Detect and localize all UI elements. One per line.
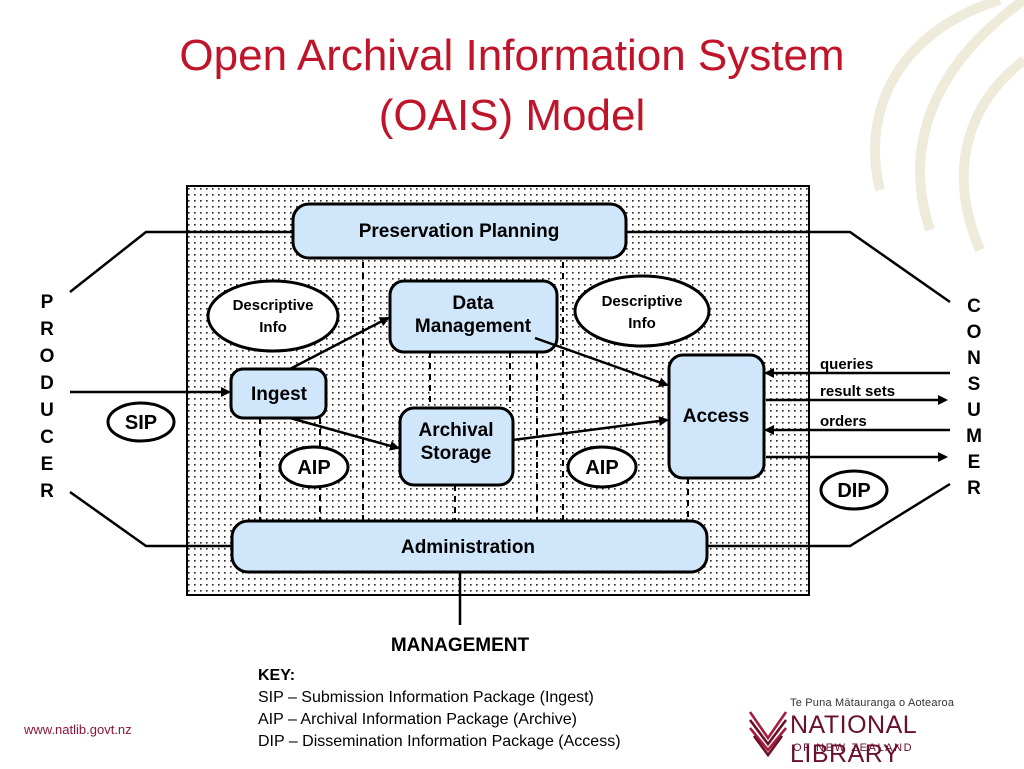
- descriptive-info-right-oval: [573, 274, 711, 348]
- ingest-label: Ingest: [251, 384, 308, 405]
- internal-dashed-lines: [259, 262, 689, 520]
- descriptive-info-left-label-line-1: Descriptive: [233, 297, 314, 314]
- consumer-letter: M: [966, 426, 982, 447]
- data-management-box: [388, 279, 559, 354]
- aip-left-oval: [278, 445, 350, 489]
- result-sets-label: result sets: [820, 383, 895, 400]
- dip-oval: [819, 469, 889, 511]
- ingest-to-data-management-arrow: [289, 316, 390, 371]
- producer-letter: U: [40, 400, 54, 421]
- library-name: NATIONAL LIBRARY: [790, 711, 917, 768]
- aip-right-label: AIP: [585, 457, 618, 479]
- footer-url: www.natlib.govt.nz: [24, 722, 132, 737]
- producer-letter: R: [40, 481, 54, 502]
- consumer-letter: U: [967, 400, 981, 421]
- consumer-letter: S: [968, 374, 981, 395]
- preservation-planning-label: Preservation Planning: [359, 221, 560, 242]
- environment-brackets: [69, 230, 951, 625]
- access-label: Access: [683, 406, 750, 427]
- sip-label: SIP: [125, 412, 157, 434]
- archival-storage-label-line-2: Storage: [421, 443, 492, 464]
- archival-storage-box: [398, 406, 515, 487]
- key-heading: KEY:: [258, 667, 296, 684]
- descriptive-info-right-label-line-2: Info: [628, 315, 656, 332]
- preservation-planning-box: [291, 202, 628, 260]
- producer-letter: R: [40, 319, 54, 340]
- consumer-letter: R: [967, 478, 981, 499]
- ingest-to-archival-storage-arrow: [289, 416, 400, 451]
- descriptive-info-left-oval: [206, 279, 340, 353]
- archival-storage-to-access-arrow: [512, 416, 669, 442]
- data-management-to-access-arrow: [534, 336, 669, 388]
- producer-letter: O: [40, 346, 55, 367]
- access-box: [667, 353, 766, 480]
- sip-oval: [106, 401, 176, 443]
- key-sip: SIP – Submission Information Package (In…: [258, 689, 594, 706]
- queries-label: queries: [820, 356, 873, 373]
- page-title-line-2: (OAIS) Model: [378, 91, 646, 140]
- administration-label: Administration: [401, 537, 535, 558]
- producer-letter: C: [40, 427, 54, 448]
- management-label: MANAGEMENT: [391, 635, 530, 656]
- consumer-letter: C: [967, 296, 981, 317]
- aip-left-label: AIP: [297, 457, 330, 479]
- producer-letter: P: [41, 292, 54, 313]
- consumer-letter: N: [967, 348, 981, 369]
- ingest-box: [229, 367, 328, 420]
- producer-letter: D: [40, 373, 54, 394]
- administration-box: [230, 519, 709, 574]
- national-library-logo-icon: [748, 711, 788, 758]
- descriptive-info-left-label-line-2: Info: [259, 319, 287, 336]
- aip-right-oval: [566, 445, 638, 489]
- key-aip: AIP – Archival Information Package (Arch…: [258, 711, 577, 728]
- data-management-label-line-2: Management: [415, 316, 532, 337]
- library-subtitle: OF NEW ZEALAND: [793, 742, 914, 754]
- orders-label: orders: [820, 413, 867, 430]
- watermark-swirl: [870, 0, 1024, 252]
- key-legend: KEY: SIP – Submission Information Packag…: [258, 665, 621, 753]
- data-management-label-line-1: Data: [452, 293, 494, 314]
- page-title-line-1: Open Archival Information System: [179, 31, 845, 80]
- dip-label: DIP: [837, 480, 870, 502]
- key-dip: DIP – Dissemination Information Package …: [258, 733, 621, 750]
- consumer-letter: O: [967, 322, 982, 343]
- descriptive-info-right-label-line-1: Descriptive: [602, 293, 683, 310]
- archival-storage-label-line-1: Archival: [419, 420, 494, 441]
- consumer-letter: E: [968, 452, 981, 473]
- library-maori-name: Te Puna Mātauranga o Aotearoa: [790, 697, 955, 709]
- producer-letter: E: [41, 454, 54, 475]
